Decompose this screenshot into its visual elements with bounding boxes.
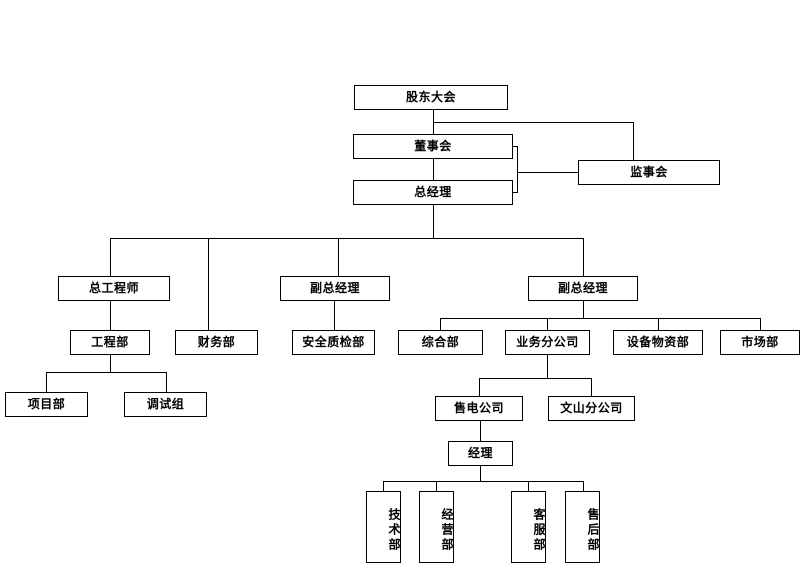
node-label: 调试组 [146,396,185,411]
node-label: 总经理 [414,184,452,199]
connector-board-right-stub [513,146,518,147]
node-technical-dept[interactable]: 技术部 [366,491,401,563]
node-project-dept[interactable]: 项目部 [5,392,88,417]
node-label: 客服部 [532,507,546,553]
node-marketing-dept[interactable]: 市场部 [720,330,800,355]
node-label: 经营部 [440,507,454,553]
connector-deputy-gm-2-bus [440,318,760,319]
node-engineering-dept[interactable]: 工程部 [70,330,150,355]
connector-bus-to-customer-service-dept [528,481,529,491]
connector-power-sales-to-manager [480,421,481,441]
node-general-manager[interactable]: 总经理 [353,180,513,205]
node-chief-engineer[interactable]: 总工程师 [58,276,170,301]
connector-bracket-to-supervisors [517,172,578,173]
connector-bus-to-commissioning-team [166,372,167,392]
node-label: 项目部 [27,396,66,411]
node-business-branch[interactable]: 业务分公司 [505,330,590,355]
node-general-affairs-dept[interactable]: 综合部 [398,330,483,355]
node-label: 工程部 [91,334,129,349]
node-label: 总工程师 [88,280,139,295]
connector-bus-to-chief-engineer [110,238,111,276]
node-power-sales-company[interactable]: 售电公司 [435,396,523,421]
connector-bus-to-business-branch [547,318,548,330]
connector-chief-engineer-to-engineering [110,301,111,330]
connector-bus-to-deputy-gm-2 [583,238,584,276]
connector-bus-to-operations-dept [436,481,437,491]
connector-bus-to-equipment [658,318,659,330]
node-deputy-gm-1[interactable]: 副总经理 [280,276,390,301]
node-label: 股东大会 [405,89,456,104]
connector-deputy-gm-1-to-safety [334,301,335,330]
connector-bus-to-technical-dept [383,481,384,491]
node-manager[interactable]: 经理 [448,441,513,466]
node-label: 市场部 [741,334,779,349]
connector-board-gm-bracket [517,146,518,192]
connector-gm-drop [433,205,434,238]
node-board-of-directors[interactable]: 董事会 [353,134,513,159]
node-label: 售后部 [586,507,600,553]
node-shareholders-meeting[interactable]: 股东大会 [354,85,508,110]
connector-bus-to-marketing [760,318,761,330]
connector-bus-to-deputy-gm-1 [338,238,339,276]
connector-shareholders-to-supervisors-horizontal [433,122,634,123]
node-label: 经理 [467,445,493,460]
connector-board-to-gm [433,159,434,180]
node-finance-dept[interactable]: 财务部 [175,330,258,355]
connector-bus-to-general-affairs [440,318,441,330]
node-operations-dept[interactable]: 经营部 [419,491,454,563]
connector-manager-drop [480,466,481,481]
node-label: 安全质检部 [302,334,365,349]
connector-business-branch-drop [547,355,548,378]
connector-bus-to-wenshan-branch [591,378,592,396]
node-label: 售电公司 [453,400,504,415]
node-label: 业务分公司 [516,334,579,349]
node-after-sales-dept[interactable]: 售后部 [565,491,600,563]
connector-gm-bus [110,238,584,239]
node-customer-service-dept[interactable]: 客服部 [511,491,546,563]
node-wenshan-branch[interactable]: 文山分公司 [548,396,635,421]
connector-bus-to-power-sales [479,378,480,396]
node-board-of-supervisors[interactable]: 监事会 [578,160,720,185]
connector-bus-to-finance [208,238,209,330]
connector-shareholders-to-supervisors-vertical [633,122,634,160]
node-commissioning-team[interactable]: 调试组 [124,392,207,417]
connector-business-branch-bus [479,378,592,379]
connector-bus-to-after-sales-dept [583,481,584,491]
connector-engineering-drop [110,355,111,372]
node-safety-quality-dept[interactable]: 安全质检部 [292,330,375,355]
connector-deputy-gm-2-drop [583,301,584,318]
node-label: 文山分公司 [560,400,623,415]
node-label: 监事会 [630,164,668,179]
connector-gm-right-stub [513,192,518,193]
node-label: 设备物资部 [626,334,690,349]
node-label: 副总经理 [309,280,360,295]
connector-manager-bus [383,481,583,482]
node-deputy-gm-2[interactable]: 副总经理 [528,276,638,301]
connector-bus-to-project-dept [46,372,47,392]
node-equipment-materials-dept[interactable]: 设备物资部 [613,330,703,355]
node-label: 副总经理 [557,280,608,295]
node-label: 技术部 [387,507,401,553]
node-label: 财务部 [197,334,236,349]
node-label: 董事会 [414,138,452,153]
node-label: 综合部 [421,334,460,349]
connector-engineering-bus [46,372,166,373]
